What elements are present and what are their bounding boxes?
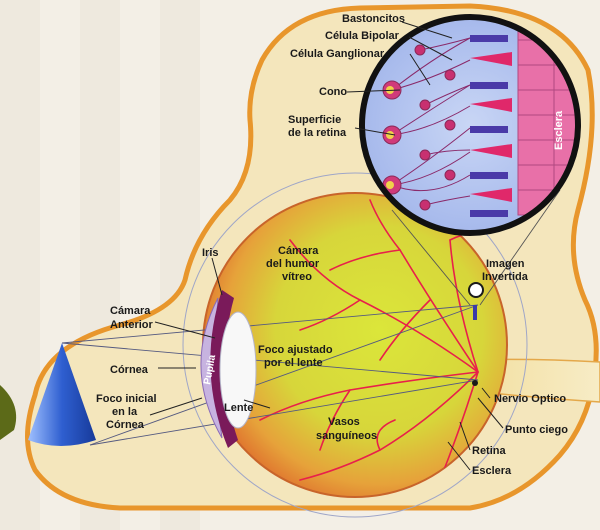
label-esclera: Esclera [472,465,512,477]
label-imagen-invertida-line1: Imagen [486,258,525,270]
inset-cones [470,52,512,202]
lens-shape [219,311,257,429]
label-foco-inicial-line2: en la [112,406,138,418]
label-nervio-optico: Nervio Optico [494,393,566,405]
label-foco-ajustado-line2: por el lente [264,357,323,369]
label-pupila: Pupila [202,354,218,386]
label-celula-ganglionar: Célula Ganglionar [290,48,385,60]
label-retina: Retina [472,445,507,457]
label-camara-anterior-line2: Anterior [110,319,154,331]
outer-eye-outline [182,172,528,518]
label-foco-inicial-line1: Foco inicial [96,393,157,405]
label-camara-anterior-line1: Cámara [110,305,151,317]
blood-vessels [259,199,491,481]
leaf-shape [0,385,17,440]
label-celula-bipolar: Célula Bipolar [325,30,400,42]
label-cono: Cono [319,86,347,98]
inset-bipolar-cells [414,44,456,211]
label-vasos-line2: sanguíneos [316,430,377,442]
zoom-connector [391,189,561,306]
label-punto-ciego: Punto ciego [505,424,568,436]
label-camara-humor-line1: Cámara [278,245,319,257]
leader-lines [149,21,504,471]
object-cone [28,343,96,446]
label-bastoncitos: Bastoncitos [342,13,405,25]
label-superficie-retina-line1: Superficie [288,114,341,126]
label-superficie-retina-line2: de la retina [288,127,347,139]
label-imagen-invertida-line2: Invertida [482,271,529,283]
label-foco-inicial-line3: Córnea [106,419,145,431]
label-lente: Lente [224,402,253,414]
blind-spot-dot [472,380,478,386]
label-esclera-inset: Esclera [553,110,565,150]
inset-rods [470,35,508,217]
inset-ganglion-nuclei [386,86,394,189]
label-camara-humor-line2: del humor [266,258,320,270]
label-foco-ajustado-line1: Foco ajustado [258,344,333,356]
inverted-image-marker [468,282,484,298]
label-vasos-line1: Vasos [328,416,360,428]
label-cornea: Córnea [110,364,149,376]
light-rays [61,304,479,446]
label-camara-humor-line3: vítreo [282,271,312,283]
label-iris: Iris [202,247,219,259]
